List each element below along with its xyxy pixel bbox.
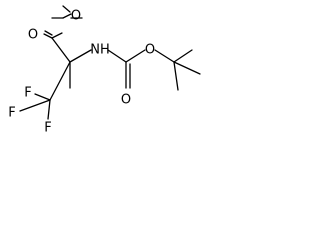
bond-tbu-down	[173, 61, 179, 91]
atom-fluorine-top: F	[24, 86, 31, 101]
atom-fluorine-left: F	[8, 106, 15, 121]
bond-carbamate-o	[125, 49, 146, 63]
atom-carbonyl-oxygen: O	[28, 28, 38, 43]
atom-carbamate-carbonyl-oxygen: O	[121, 93, 131, 108]
atom-carbamate-ester-oxygen: O	[145, 43, 155, 58]
bond-quat-nh	[69, 49, 92, 63]
bond-quat-cf3	[49, 61, 71, 101]
bond-carbonyl-quat	[51, 37, 71, 63]
atom-labels: O O NH O O F F F	[8, 9, 155, 136]
bond-tbu-right	[173, 61, 201, 75]
bond-o-tbu	[154, 49, 175, 63]
bond-tbu-up	[173, 49, 193, 63]
atom-fluorine-bottom: F	[44, 121, 51, 136]
bond-top-methyl	[62, 5, 71, 13]
atom-amine-nitrogen: NH	[90, 43, 110, 58]
bond-nh-carbamate	[107, 49, 127, 63]
bond-carbonyl-oester	[51, 32, 63, 39]
bond-c-eq-o-2	[44, 30, 53, 36]
bond-c-f-bottom	[47, 99, 51, 120]
bond-lines	[19, 5, 201, 120]
molecule-structure: O O NH O O F F F	[8, 5, 201, 136]
bond-c-f-top	[34, 93, 51, 101]
atom-ester-oxygen: O	[71, 9, 81, 24]
bond-c-f-left	[19, 99, 51, 112]
bond-c-eq-o-1	[43, 33, 53, 39]
bond-methyl-o	[62, 13, 72, 19]
